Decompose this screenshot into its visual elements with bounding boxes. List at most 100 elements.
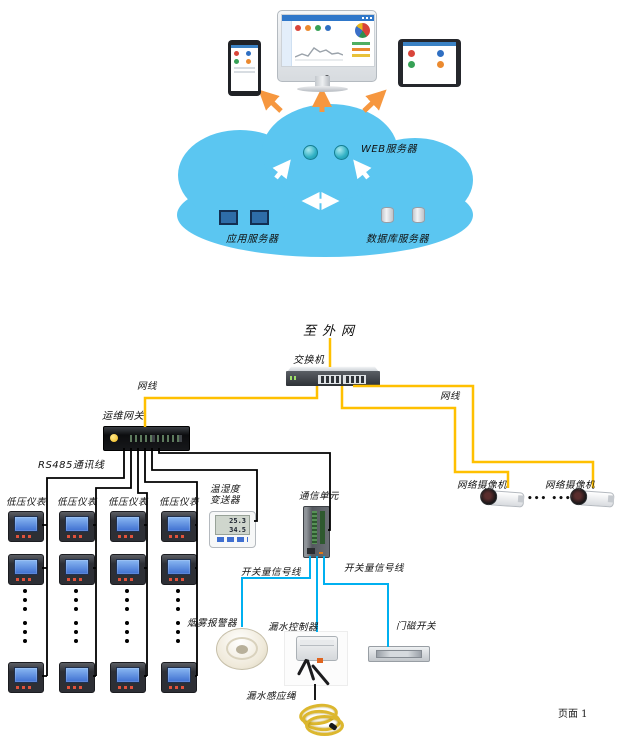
leak-controller [284, 631, 348, 686]
switch-port-block-1 [318, 375, 341, 384]
temp-buttons [217, 537, 248, 542]
temp-label-line2: 变送器 [210, 495, 241, 506]
vertical-ellipsis [23, 621, 27, 643]
temp-value: 25.3 [229, 517, 246, 525]
door-magnetic-switch [368, 646, 430, 662]
rope-coil [305, 715, 344, 736]
monitor-stand-base [297, 86, 348, 92]
dot-blue [436, 50, 444, 57]
meter-column-label-2: 低压仪表 [57, 497, 98, 508]
dot-red [234, 51, 239, 56]
arrow-db-to-web [353, 159, 372, 180]
orange-arrows [258, 87, 387, 113]
white-arrows [272, 159, 372, 210]
lv-meter [161, 662, 197, 693]
bar-yellow [352, 54, 370, 57]
signal-cables-cyan [241, 556, 389, 647]
camera-label-2: 网络摄像机 [545, 480, 596, 491]
dot-green [234, 59, 239, 64]
humidity-value: 34.5 [229, 526, 246, 534]
smartphone-status-dots [231, 48, 258, 64]
monitor-icon [219, 210, 238, 225]
rs485-bus-feeders [46, 448, 198, 676]
rs485-meter-stubs [42, 524, 197, 677]
ops-gateway [103, 426, 190, 451]
rs485-cables-black [42, 448, 331, 700]
leak-controller-label: 漏水控制器 [268, 622, 319, 633]
door-switch-label: 门磁开关 [396, 621, 437, 632]
dot-orange [436, 61, 444, 68]
arrow-to-tablet [362, 89, 387, 113]
smoke-alarm-label: 烟雾报警器 [187, 618, 238, 629]
cable-label-right: 网线 [440, 391, 461, 402]
dashboard-header [282, 15, 374, 21]
status-bars [352, 42, 370, 60]
pie-chart [355, 23, 370, 38]
vertical-ellipsis [74, 589, 78, 611]
leak-sensing-rope [296, 699, 344, 736]
dot-orange [246, 59, 251, 64]
cloud-shape [177, 104, 473, 257]
tablet-app-header [403, 42, 456, 46]
lv-meter [110, 662, 146, 693]
lv-meter [59, 554, 95, 585]
switch-leds [290, 376, 298, 380]
monitor-stand-neck [315, 76, 330, 88]
cable-switch-to-camera-2 [353, 384, 595, 488]
arrow-to-phone [258, 89, 283, 113]
network-cables-yellow [143, 338, 595, 488]
vertical-ellipsis [23, 589, 27, 611]
vertical-ellipsis [125, 621, 129, 643]
line-chart [295, 47, 343, 61]
globe-icon [334, 145, 349, 160]
monitor-icon [250, 210, 269, 225]
gateway-ports-1 [130, 435, 155, 442]
comm-unit [303, 506, 330, 558]
signal-label-right: 开关量信号线 [344, 563, 405, 574]
vertical-ellipsis [125, 589, 129, 611]
external-net-label: 至外网 [303, 324, 361, 339]
meter-column-label-4: 低压仪表 [159, 497, 200, 508]
dot-green [408, 61, 415, 68]
globe-icon [303, 145, 318, 160]
signal-to-smoke-alarm [241, 556, 311, 627]
lv-meter [110, 511, 146, 542]
leak-rope-label: 漏水感应绳 [246, 691, 297, 702]
page-number-label: 页面 1 [558, 709, 588, 720]
lv-meter [110, 554, 146, 585]
lv-meter [161, 511, 197, 542]
lv-meter [59, 662, 95, 693]
dot-blue [246, 51, 251, 56]
web-server-label: WEB服务器 [361, 144, 418, 155]
smartphone-screen [231, 45, 258, 91]
temp-lcd: 25.3 34.5 [215, 515, 250, 535]
dashboard-screen [281, 14, 375, 67]
temp-sensor-label: 温湿度 变送器 [210, 484, 240, 506]
gateway-ports-2 [157, 435, 182, 442]
dot-orange [305, 25, 311, 31]
signal-label-left: 开关量信号线 [241, 567, 302, 578]
desktop-monitor [277, 10, 377, 82]
vertical-ellipsis [74, 621, 78, 643]
switch-label: 交换机 [293, 355, 325, 366]
lv-meter [8, 554, 44, 585]
smartphone [228, 40, 261, 96]
bar-green [352, 42, 370, 45]
rs485-to-comm-unit [158, 448, 331, 531]
rs485-label: RS485通讯线 [38, 460, 105, 471]
dot-green [315, 25, 321, 31]
database-icon [412, 207, 425, 223]
cable-switch-to-gateway [143, 386, 319, 427]
lv-meter [8, 662, 44, 693]
database-icon [381, 207, 394, 223]
gateway-label: 运维网关 [102, 411, 144, 422]
temp-humidity-transmitter: 25.3 34.5 [209, 511, 256, 548]
leak-connector [317, 658, 323, 663]
vertical-ellipsis [176, 621, 180, 643]
tablet-status-dots [403, 46, 456, 68]
camera-ellipsis: ••• ••• [527, 494, 572, 504]
lv-meter [8, 511, 44, 542]
vertical-ellipsis [176, 589, 180, 611]
